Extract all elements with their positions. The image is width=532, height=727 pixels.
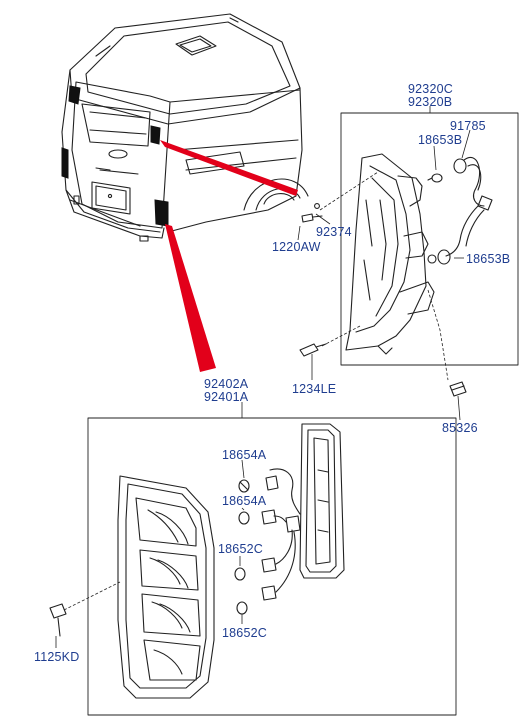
lower-leader-lines	[63, 581, 121, 611]
red-callout-pointers	[160, 140, 298, 372]
part-number-85326[interactable]: 85326	[442, 421, 478, 435]
part-number-92320B[interactable]: 92320B	[408, 95, 453, 109]
part-number-92374[interactable]: 92374	[316, 225, 352, 239]
part-number-92402A[interactable]: 92402A	[204, 377, 249, 391]
part-number-1125KD[interactable]: 1125KD	[34, 650, 80, 664]
part-number-1220AW[interactable]: 1220AW	[272, 240, 321, 254]
part-number-92320C[interactable]: 92320C	[408, 82, 453, 96]
part-number-91785[interactable]: 91785	[450, 119, 486, 133]
lower-lamp-assembly-box	[49, 417, 457, 716]
pointer-to-rear-combination-lamp	[165, 224, 216, 372]
upper-lamp-assembly-box	[299, 112, 519, 397]
lower-label-ticks	[55, 402, 245, 648]
pointer-to-high-mount-stop-lamp	[160, 140, 298, 196]
part-number-18653B-top[interactable]: 18653B	[418, 133, 463, 147]
upper-leader-lines	[319, 171, 449, 381]
van-rear-illustration	[61, 13, 309, 242]
part-number-18653B-bottom[interactable]: 18653B	[466, 252, 511, 266]
part-number-1234LE[interactable]: 1234LE	[292, 382, 337, 396]
part-number-18654A-top[interactable]: 18654A	[222, 448, 267, 462]
part-number-92401A[interactable]: 92401A	[204, 390, 249, 404]
part-number-18652C-top[interactable]: 18652C	[218, 542, 263, 556]
upper-label-ticks	[297, 106, 471, 421]
part-number-18654A-bottom[interactable]: 18654A	[222, 494, 267, 508]
part-number-18652C-bottom[interactable]: 18652C	[222, 626, 267, 640]
